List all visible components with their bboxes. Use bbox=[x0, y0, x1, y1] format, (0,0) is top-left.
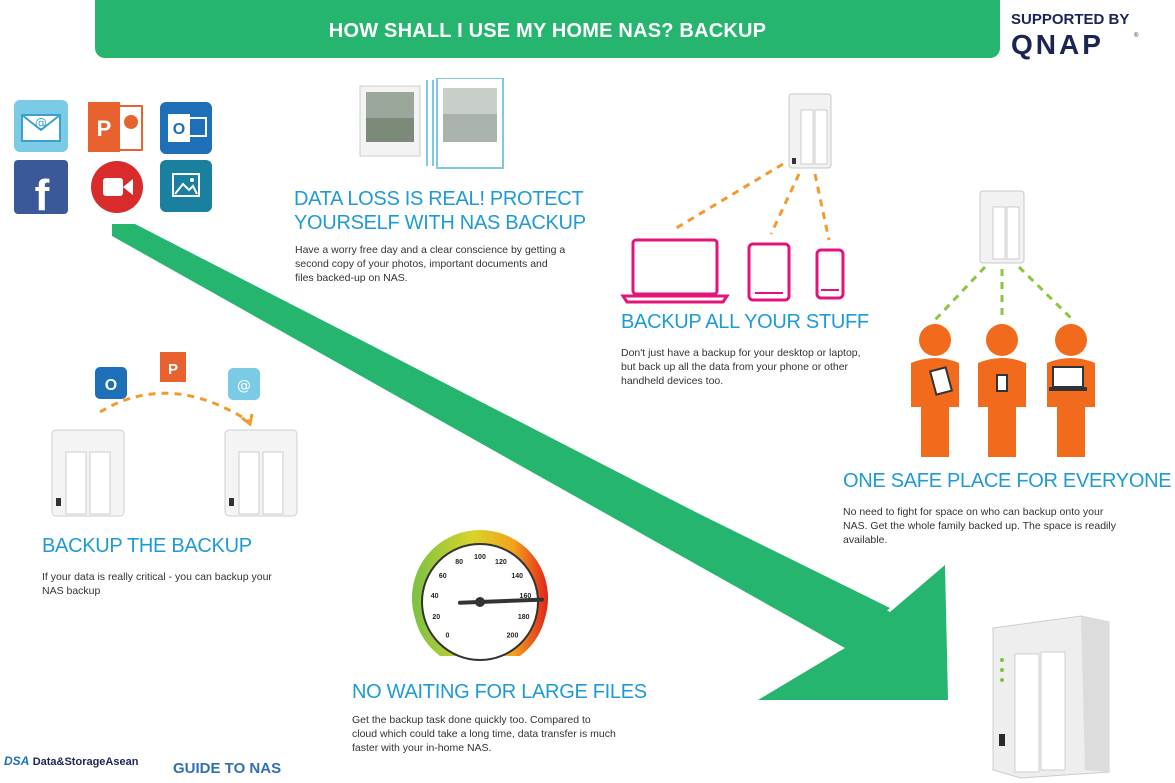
backup-all-body-line1: Don't just have a backup for your deskto… bbox=[621, 347, 861, 359]
trademark-mark: ® bbox=[1134, 33, 1139, 39]
gauge-tick-label: 180 bbox=[518, 614, 530, 621]
one-safe-place-body-line3: available. bbox=[843, 534, 888, 546]
backup-the-backup-body-line2: NAS backup bbox=[42, 585, 101, 597]
header-banner bbox=[95, 0, 1000, 58]
one-safe-place-body-line1: No need to fight for space on who can ba… bbox=[843, 506, 1104, 518]
one-safe-place-heading: ONE SAFE PLACE FOR EVERYONE bbox=[843, 470, 1172, 492]
page-title: HOW SHALL I USE MY HOME NAS? BACKUP bbox=[328, 20, 767, 42]
gauge-tick-label: 100 bbox=[474, 554, 486, 561]
backup-all-heading: BACKUP ALL YOUR STUFF bbox=[621, 311, 869, 333]
backup-all-body: Don't just have a backup for your deskto… bbox=[621, 346, 861, 388]
nas-device-image bbox=[992, 615, 1110, 779]
no-waiting-body-line3: faster with your in-home NAS. bbox=[352, 742, 492, 754]
supported-by-label: SUPPORTED BY bbox=[1011, 11, 1130, 28]
gauge-tick-label: 20 bbox=[432, 614, 440, 621]
gauge-needle bbox=[458, 597, 544, 605]
backup-all-body-line2: but back up all the data from your phone… bbox=[621, 361, 849, 373]
email-icon: @ bbox=[14, 100, 68, 152]
gauge-tick-label: 80 bbox=[455, 559, 463, 566]
data-loss-body-line3: files backed-up on NAS. bbox=[295, 272, 408, 284]
nas-to-nas-diagram: O P @ bbox=[51, 352, 298, 517]
svg-text:@: @ bbox=[35, 116, 47, 130]
video-icon bbox=[91, 161, 143, 213]
data-loss-heading: DATA LOSS IS REAL! PROTECT YOURSELF WITH… bbox=[294, 187, 586, 235]
data-loss-body-line1: Have a worry free day and a clear consci… bbox=[295, 244, 566, 256]
backup-the-backup-heading: BACKUP THE BACKUP bbox=[42, 535, 252, 557]
svg-text:P: P bbox=[168, 361, 178, 378]
data-loss-heading-line1: DATA LOSS IS REAL! PROTECT bbox=[294, 188, 584, 210]
gauge-tick-label: 120 bbox=[495, 559, 507, 566]
data-loss-heading-line2: YOURSELF WITH NAS BACKUP bbox=[294, 212, 586, 234]
svg-text:f: f bbox=[35, 171, 50, 214]
svg-text:@: @ bbox=[237, 378, 251, 394]
svg-text:P: P bbox=[97, 116, 112, 141]
one-safe-place-body: No need to fight for space on who can ba… bbox=[843, 505, 1116, 547]
dsa-logo-text: Data&StorageAsean bbox=[32, 756, 139, 768]
guide-to-nas-link[interactable]: GUIDE TO NAS bbox=[173, 760, 282, 777]
outlook-icon: O bbox=[160, 102, 212, 154]
backup-the-backup-body: If your data is really critical - you ca… bbox=[42, 570, 272, 598]
data-loss-body: Have a worry free day and a clear consci… bbox=[295, 243, 565, 285]
gauge-tick-label: 60 bbox=[439, 573, 447, 580]
photo-frames-image bbox=[359, 78, 504, 169]
gauge-tick-label: 40 bbox=[431, 593, 439, 600]
powerpoint-icon: P bbox=[88, 102, 143, 152]
no-waiting-body-line2: cloud which could take a long time, data… bbox=[352, 728, 616, 740]
dsa-logo-mark: DSA bbox=[4, 754, 30, 768]
backup-devices-diagram bbox=[620, 93, 845, 304]
family-backup-diagram bbox=[911, 190, 1095, 457]
svg-text:O: O bbox=[173, 121, 185, 138]
gauge-tick-label: 140 bbox=[511, 573, 523, 580]
backup-the-backup-body-line1: If your data is really critical - you ca… bbox=[42, 571, 272, 583]
qnap-logo: QNAP bbox=[1011, 29, 1104, 60]
data-loss-body-line2: second copy of your photos, important do… bbox=[295, 258, 548, 270]
no-waiting-body-line1: Get the backup task done quickly too. Co… bbox=[352, 714, 591, 726]
photo-icon bbox=[160, 160, 212, 212]
facebook-icon: f bbox=[14, 160, 68, 214]
gauge-tick-labels: 0 20 40 60 80 100 120 140 160 180 200 bbox=[431, 554, 532, 640]
gauge-tick-label: 0 bbox=[446, 633, 450, 640]
gauge-tick-label: 160 bbox=[520, 593, 532, 600]
svg-text:O: O bbox=[105, 377, 117, 394]
backup-all-body-line3: handheld devices too. bbox=[621, 375, 724, 387]
no-waiting-body: Get the backup task done quickly too. Co… bbox=[352, 713, 616, 755]
no-waiting-heading: NO WAITING FOR LARGE FILES bbox=[352, 681, 647, 703]
footer-logo: DSA Data&StorageAsean bbox=[4, 754, 138, 768]
speedometer-gauge: 0 20 40 60 80 100 120 140 160 180 200 bbox=[412, 530, 548, 661]
gauge-tick-label: 200 bbox=[507, 633, 519, 640]
one-safe-place-body-line2: NAS. Get the whole family backed up. The… bbox=[843, 520, 1116, 532]
